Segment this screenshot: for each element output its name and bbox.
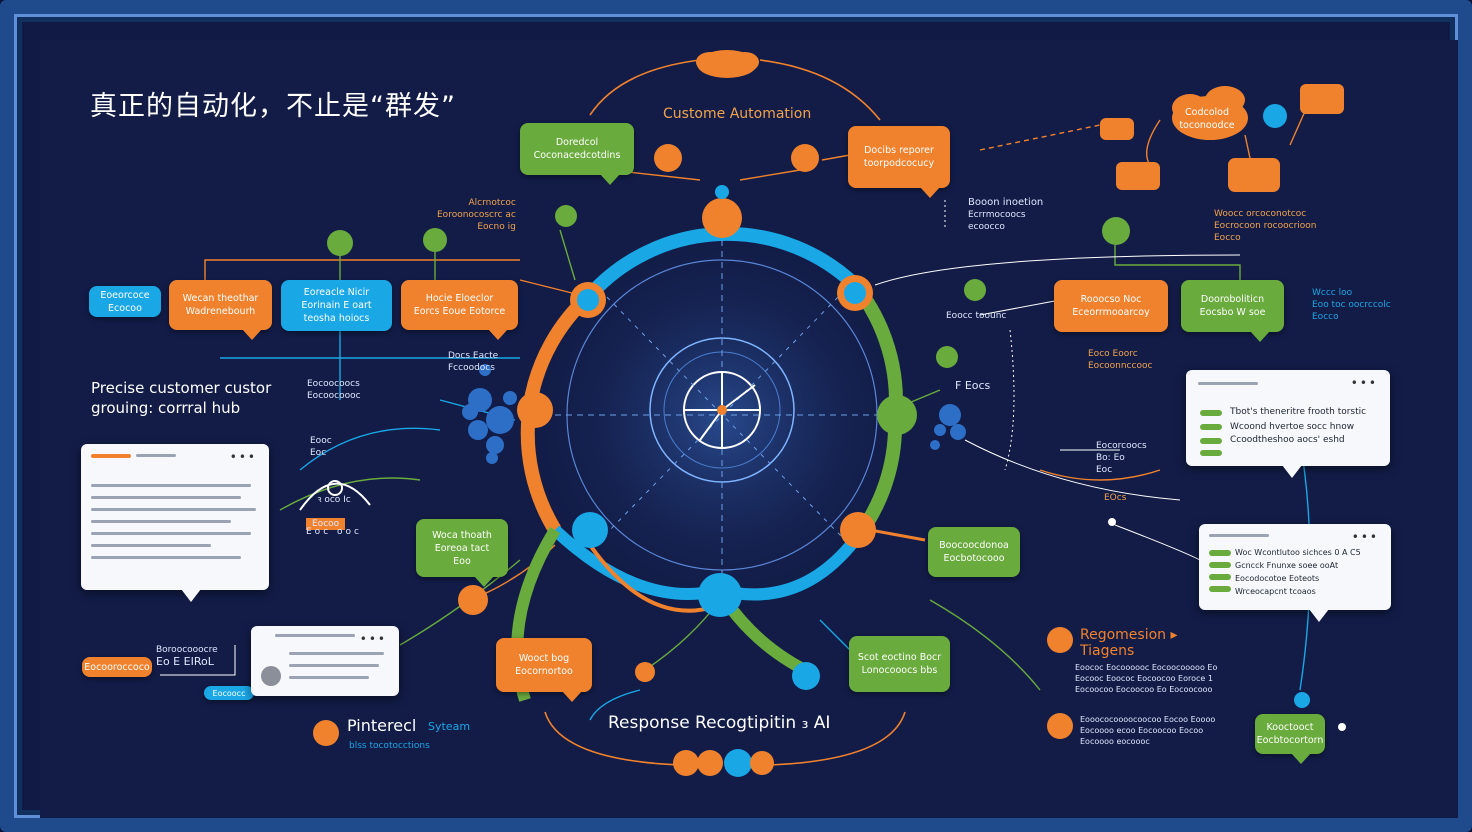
node-blue-left[interactable]: Eoeorcoce Ecocoo xyxy=(89,286,161,317)
node-docibs-reporer[interactable]: Docibs reporer toorpodcocucy xyxy=(848,126,950,198)
node-scot-eoctino[interactable]: Scot eoctino Bocr Lonocooocs bbs xyxy=(849,636,950,692)
node-eocoocc[interactable]: Eocoocc xyxy=(204,686,254,700)
message-card-bottom-left[interactable]: ••• xyxy=(251,626,399,696)
node-wooct-bog[interactable]: Wooct bog Eocornortoo xyxy=(496,638,592,702)
node-wecan-theothar[interactable]: Wecan theothar Wadrenebourh xyxy=(169,280,272,340)
avatar xyxy=(261,666,281,686)
card-line-2: Wcoond hvertoe socc hnow xyxy=(1230,422,1355,432)
card-line-4: Wrceocapcnt tcoaos xyxy=(1235,587,1316,596)
regression-label-line2: Tiagens xyxy=(1080,643,1135,659)
node-kooctooct[interactable]: Kooctooct Eocbtocortorn xyxy=(1255,714,1325,764)
node-hocie-eloeclor[interactable]: Hocie Eloeclor Eorcs Eoue Eotorce xyxy=(401,280,518,340)
small-label-eocs: EOcs xyxy=(1104,493,1127,503)
brand-tagline: blss tocotocctions xyxy=(349,741,430,751)
center-top-label: Custome Automation xyxy=(663,106,812,122)
card-line-1: Tbot's theneritre frooth torstic xyxy=(1230,407,1367,417)
bottom-cluster xyxy=(673,749,774,777)
card-line-2: Gcncck Fnunxe soee ooAt xyxy=(1235,561,1339,570)
hub-label-line1: Precise customer custor xyxy=(91,379,272,397)
center-bottom-label: Response Recogtipitin ₃ AI xyxy=(608,713,831,733)
top-cloud xyxy=(696,50,759,78)
node-eocooroccoco[interactable]: Eocooroccoco xyxy=(82,657,152,677)
brand-name: Pinterecl xyxy=(347,716,417,735)
node-rooocso-noc[interactable]: Rooocso Noc Eceorrmooarcoy xyxy=(1054,280,1168,332)
card-line-3: Ccoodtheshoo aocs' eshd xyxy=(1230,435,1345,445)
more-icon[interactable]: ••• xyxy=(1350,376,1378,390)
small-label-hub-tag: Eocoo xyxy=(306,518,346,530)
message-card-right-top[interactable]: ••• Tbot's theneritre frooth torstic Wco… xyxy=(1186,370,1390,478)
node-eoreacle-nicir[interactable]: Eoreacle Nicir Eorinain E oart teosha ho… xyxy=(281,280,392,331)
regression-label-line1: Regomesion ▸ xyxy=(1080,627,1178,643)
small-label-eoocc: Eoocc toounc xyxy=(946,311,1007,321)
message-card-left[interactable]: ••• xyxy=(81,444,269,602)
ring-node-top xyxy=(702,198,742,238)
card-line-1: Woc Wcontlutoo sichces 0 A C5 xyxy=(1235,548,1361,557)
outer-arcs xyxy=(544,59,906,766)
hub-label-line2: grouing: corrral hub xyxy=(91,399,241,417)
node-cloud-right[interactable]: Codcolod toconoodce xyxy=(1179,107,1235,131)
more-icon[interactable]: ••• xyxy=(359,632,387,646)
node-doredcol[interactable]: Doredcol Coconacedcotdins xyxy=(520,123,634,185)
message-card-right-bottom[interactable]: ••• Woc Wcontlutoo sichces 0 A C5 Gcncck… xyxy=(1199,524,1391,622)
right-cloud xyxy=(1172,86,1248,140)
node-woca-thoath[interactable]: Woca thoath Eoreoa tact Eoo xyxy=(416,519,508,587)
more-icon[interactable]: ••• xyxy=(229,450,257,464)
more-icon[interactable]: ••• xyxy=(1351,530,1379,544)
brand-sub: Syteam xyxy=(428,720,471,733)
left-network-cluster xyxy=(462,364,517,464)
card-line-3: Eocodocotoe Eoteots xyxy=(1235,574,1320,583)
node-boocoocdonoa[interactable]: Boocoocdonoa Eocbotocooo xyxy=(928,527,1020,577)
page-title: 真正的自动化，不止是“群发” xyxy=(90,91,456,122)
node-dooroboliticn[interactable]: Dooroboliticn Eocsbo W soe xyxy=(1181,280,1284,342)
right-network-cluster xyxy=(930,404,966,450)
small-label-f-eocs: F Eocs xyxy=(955,379,991,392)
